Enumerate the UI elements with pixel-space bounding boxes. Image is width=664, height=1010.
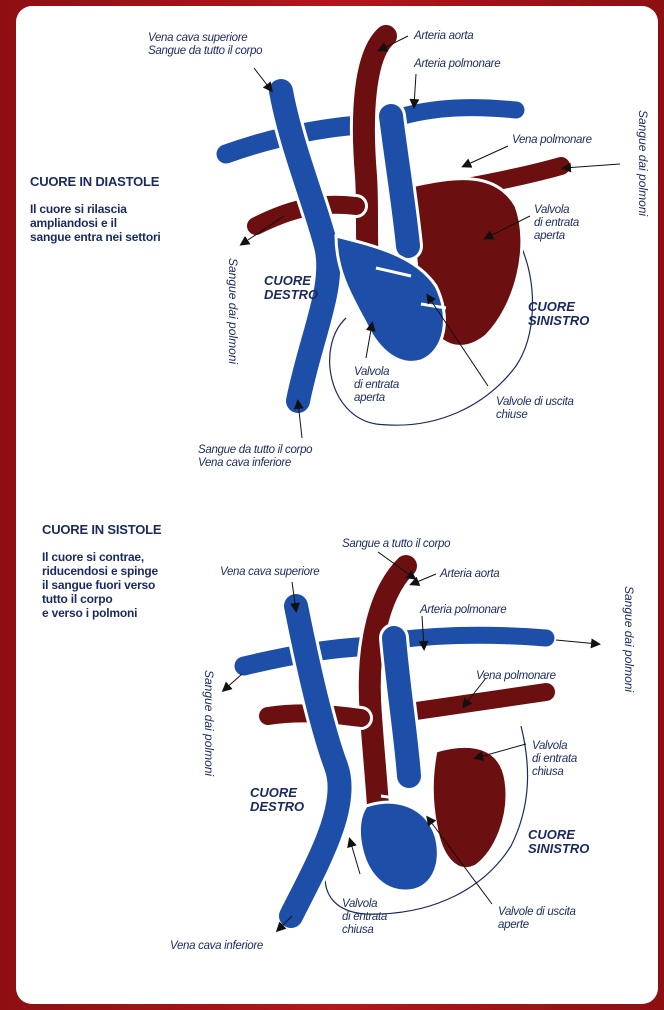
sistole-description: Il cuore si contrae, riducendosi e sping… [42, 550, 158, 620]
label-line: di entrata [354, 379, 399, 392]
diastole-label-arteria-polmonare: Arteria polmonare [414, 58, 500, 71]
sistole-label-vena-polmonare: Vena polmonare [476, 670, 556, 683]
sistole-label-cuore-destro: CUORE DESTRO [250, 786, 304, 814]
diastole-description: Il cuore si rilascia ampliandosi e il sa… [30, 202, 161, 244]
sistole-label-sangue-polmoni-left: Sangue dai polmoni [202, 670, 216, 776]
sistole-left-heart [432, 746, 507, 868]
diastole-label-valvola-entrata-aperta-bottom: Valvola di entrata aperta [354, 366, 399, 405]
diastole-label-valvola-entrata-aperta-right: Valvola di entrata aperta [534, 204, 579, 243]
label-line: Valvola [354, 366, 399, 379]
label-line: chiusa [532, 766, 577, 779]
sistole-description-line: Il cuore si contrae, [42, 550, 158, 564]
diagram-card: CUORE IN DIASTOLE Il cuore si rilascia a… [16, 6, 658, 1004]
label-line: DESTRO [264, 288, 318, 302]
sistole-label-cuore-sinistro: CUORE SINISTRO [528, 828, 589, 856]
label-line: CUORE [528, 828, 589, 842]
label-line: Valvole di uscita [496, 396, 574, 409]
label-line: SINISTRO [528, 842, 589, 856]
label-line: Valvola [532, 740, 577, 753]
label-line: CUORE [250, 786, 304, 800]
sistole-label-vena-cava-superiore: Vena cava superiore [220, 566, 319, 579]
label-line: CUORE [528, 300, 589, 314]
diastole-description-line: sangue entra nei settori [30, 230, 161, 244]
diastole-description-line: Il cuore si rilascia [30, 202, 161, 216]
label-line: aperta [354, 392, 399, 405]
diastole-label-cuore-destro: CUORE DESTRO [264, 274, 318, 302]
diastole-label-sangue-corpo-top: Sangue da tutto il corpo [148, 45, 262, 58]
diastole-description-line: ampliandosi e il [30, 216, 161, 230]
sistole-label-sangue-a-tutto-corpo: Sangue a tutto il corpo [342, 538, 450, 551]
label-line: Valvola [534, 204, 579, 217]
diastole-label-valvole-uscita-chiuse: Valvole di uscita chiuse [496, 396, 574, 422]
sistole-label-arteria-aorta: Arteria aorta [440, 568, 499, 581]
sistole-title: CUORE IN SISTOLE [42, 522, 161, 537]
label-line: chiuse [496, 409, 574, 422]
sistole-heart [244, 566, 546, 916]
sistole-description-line: riducendosi e spinge [42, 564, 158, 578]
sistole-label-sangue-polmoni-right: Sangue dai polmoni [622, 586, 636, 692]
diastole-title: CUORE IN DIASTOLE [30, 174, 159, 189]
diastole-label-vena-polmonare: Vena polmonare [512, 134, 592, 147]
diastole-label-vena-cava-inferiore: Vena cava inferiore [198, 457, 291, 470]
label-line: di entrata [534, 217, 579, 230]
sistole-right-heart [359, 802, 438, 891]
label-line: Valvola [342, 898, 387, 911]
label-line: aperte [498, 919, 576, 932]
diastole-label-cuore-sinistro: CUORE SINISTRO [528, 300, 589, 328]
sistole-description-line: e verso i polmoni [42, 606, 158, 620]
label-line: chiusa [342, 924, 387, 937]
label-line: DESTRO [250, 800, 304, 814]
sistole-label-arteria-polmonare: Arteria polmonare [420, 604, 506, 617]
label-line: aperta [534, 230, 579, 243]
diastole-label-sangue-polmoni-left: Sangue dai polmoni [226, 258, 240, 364]
sistole-label-valvola-entrata-chiusa-right: Valvola di entrata chiusa [532, 740, 577, 779]
diastole-label-arteria-aorta: Arteria aorta [414, 30, 473, 43]
sistole-label-valvole-uscita-aperte: Valvole di uscita aperte [498, 906, 576, 932]
label-line: di entrata [342, 911, 387, 924]
label-line: CUORE [264, 274, 318, 288]
sistole-label-valvola-entrata-chiusa-bottom: Valvola di entrata chiusa [342, 898, 387, 937]
sistole-description-line: il sangue fuori verso [42, 578, 158, 592]
label-line: SINISTRO [528, 314, 589, 328]
diastole-label-sangue-polmoni-right: Sangue dai polmoni [636, 110, 650, 216]
diastole-label-sangue-corpo-bottom: Sangue da tutto il corpo [198, 444, 312, 457]
diastole-label-vena-cava-superiore: Vena cava superiore [148, 32, 247, 45]
sistole-description-line: tutto il corpo [42, 592, 158, 606]
label-line: di entrata [532, 753, 577, 766]
label-line: Valvole di uscita [498, 906, 576, 919]
sistole-label-vena-cava-inferiore: Vena cava inferiore [170, 940, 263, 953]
